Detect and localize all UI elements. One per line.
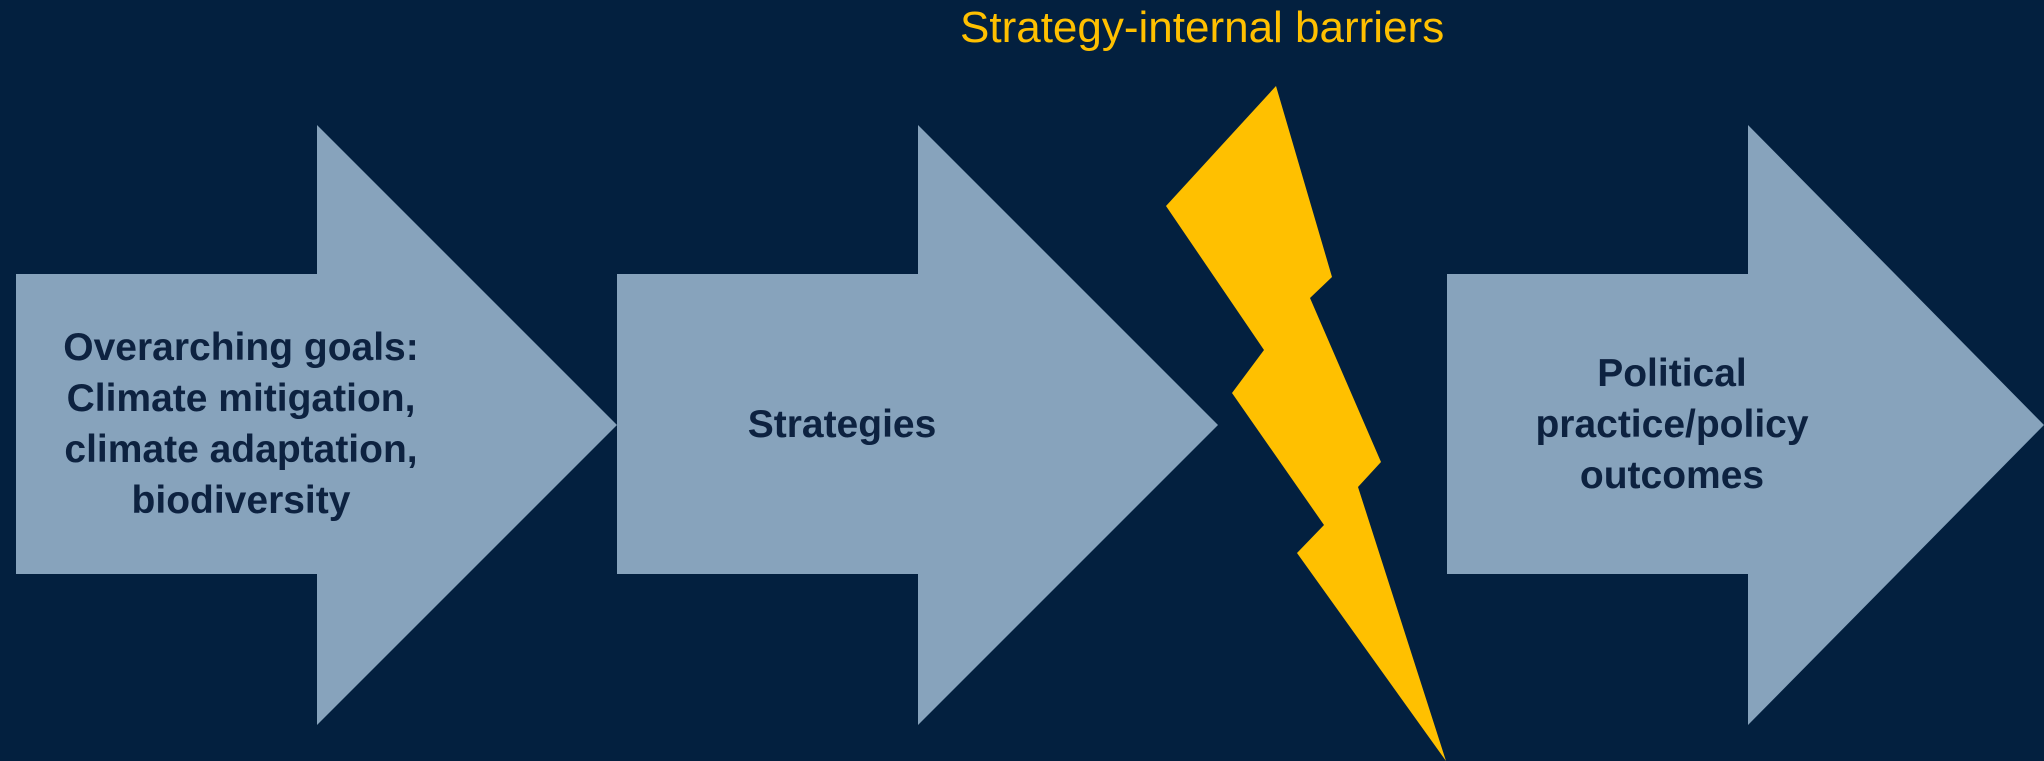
strategies-label-line: Strategies xyxy=(747,402,937,446)
outcomes-arrow xyxy=(1447,125,2044,725)
outcomes-arrow-label: Political practice/policy outcomes xyxy=(1447,274,1897,574)
goals-label-line: Overarching goals: xyxy=(63,326,419,369)
goals-arrow xyxy=(16,125,617,725)
outcomes-label-line: practice/policy xyxy=(1535,402,1809,446)
outcomes-label-line: Political xyxy=(1597,351,1747,395)
strategies-arrow-label: Strategies xyxy=(617,274,1067,574)
goals-label-line: Climate mitigation, xyxy=(66,377,416,420)
lightning-bolt-icon xyxy=(1166,86,1446,761)
barrier-label: Strategy-internal barriers xyxy=(960,3,1445,52)
outcomes-label-line: outcomes xyxy=(1579,453,1765,497)
strategies-arrow xyxy=(617,125,1218,725)
goals-label-line: biodiversity xyxy=(131,479,351,522)
goals-label-line: climate adaptation, xyxy=(64,428,418,471)
goals-arrow-label: Overarching goals: Climate mitigation, c… xyxy=(16,274,466,574)
